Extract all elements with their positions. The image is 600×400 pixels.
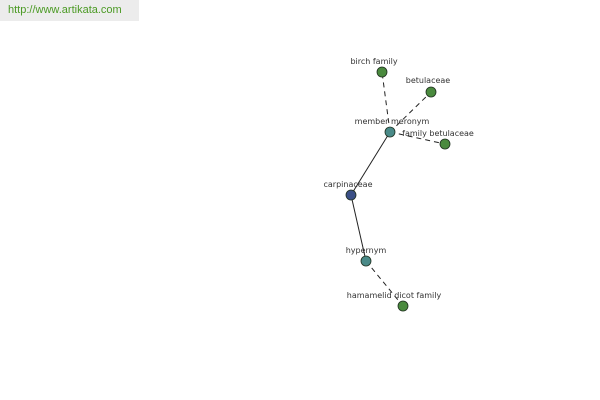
node-dot-betulaceae[interactable]	[425, 86, 437, 98]
node-dot-hamamelid-dicot-family[interactable]	[397, 300, 409, 312]
node-betulaceae[interactable]: betulaceae	[406, 76, 451, 98]
site-url[interactable]: http://www.artikata.com	[8, 4, 122, 16]
node-label-birch-family: birch family	[350, 57, 397, 66]
node-label-member-meronym: member meronym	[355, 117, 430, 126]
node-dot-hypernym[interactable]	[360, 255, 372, 267]
node-dot-carpinaceae[interactable]	[345, 189, 357, 201]
node-hypernym[interactable]: hypernym	[346, 246, 387, 267]
nodes-layer: birch family betulaceae member meronym fami…	[323, 57, 474, 312]
edge-member-meronym-to-betulaceae	[389, 91, 432, 133]
edge-hypernym-to-hamamelid-dicot-family	[365, 260, 404, 307]
node-dot-member-meronym[interactable]	[384, 126, 396, 138]
node-member-meronym[interactable]: member meronym	[355, 117, 430, 138]
edge-carpinaceae-to-member-meronym	[350, 131, 391, 196]
node-carpinaceae[interactable]: carpinaceae	[323, 180, 373, 201]
edge-carpinaceae-to-hypernym	[350, 194, 367, 262]
node-dot-birch-family[interactable]	[376, 66, 388, 78]
edge-member-meronym-to-birch-family	[381, 71, 391, 133]
node-birch-family[interactable]: birch family	[350, 57, 398, 78]
node-family-betulaceae[interactable]: family betulaceae	[402, 129, 474, 150]
node-dot-family-betulaceae[interactable]	[439, 138, 451, 150]
node-label-carpinaceae: carpinaceae	[323, 180, 372, 189]
url-bar: http://www.artikata.com	[0, 0, 139, 21]
node-label-family-betulaceae: family betulaceae	[402, 129, 474, 138]
node-label-hypernym: hypernym	[346, 246, 387, 255]
edges-layer	[350, 71, 446, 307]
node-label-hamamelid-dicot-family: hamamelid dicot family	[347, 291, 442, 300]
node-hamamelid-dicot-family[interactable]: hamamelid dicot family	[347, 291, 442, 312]
node-label-betulaceae: betulaceae	[406, 76, 451, 85]
edge-member-meronym-to-family-betulaceae	[389, 131, 446, 145]
